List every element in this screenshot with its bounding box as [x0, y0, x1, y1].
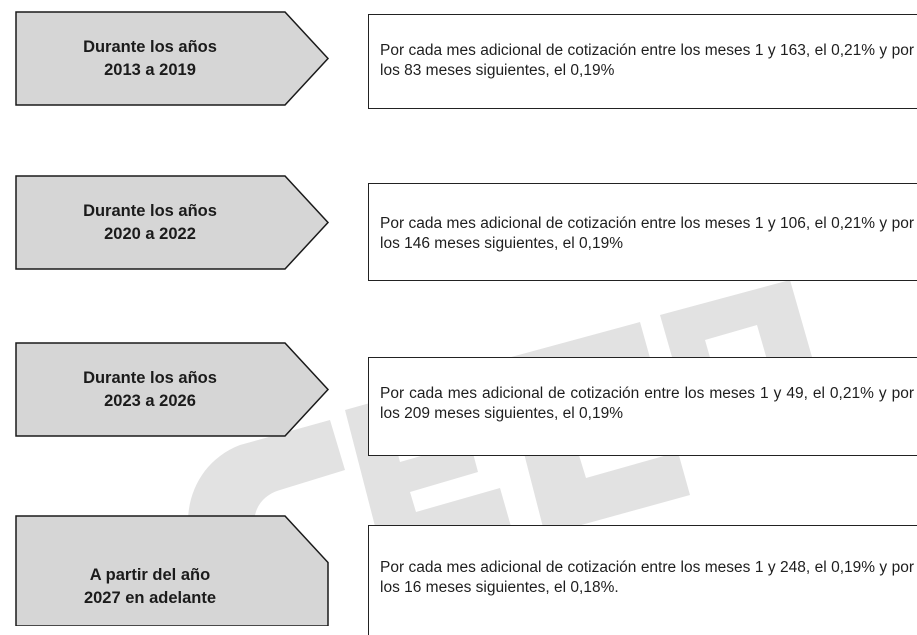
description-box: Por cada mes adicional de cotización ent…: [368, 183, 917, 281]
period-arrow: A partir del año 2027 en adelante: [15, 515, 330, 626]
description-box: Por cada mes adicional de cotización ent…: [368, 525, 917, 635]
period-label: Durante los años 2020 a 2022: [83, 201, 217, 243]
period-arrow: Durante los años 2013 a 2019: [15, 11, 330, 106]
period-arrow-shape: [15, 11, 330, 106]
period-label: A partir del año 2027 en adelante: [83, 565, 217, 607]
period-arrow-shape: [15, 515, 329, 626]
period-arrow-shape: [15, 175, 330, 270]
period-arrow: Durante los años 2020 a 2022: [15, 175, 330, 270]
period-label: Durante los años 2023 a 2026: [83, 368, 217, 410]
description-text: Por cada mes adicional de cotización ent…: [380, 215, 914, 253]
period-arrow-shape: [15, 342, 330, 437]
period-label: Durante los años 2013 a 2019: [83, 37, 217, 79]
description-text: Por cada mes adicional de cotización ent…: [380, 559, 914, 597]
description-box: Por cada mes adicional de cotización ent…: [368, 357, 917, 456]
description-box: Por cada mes adicional de cotización ent…: [368, 14, 917, 109]
description-text: Por cada mes adicional de cotización ent…: [380, 385, 914, 423]
description-text: Por cada mes adicional de cotización ent…: [380, 42, 914, 80]
period-arrow: Durante los años 2023 a 2026: [15, 342, 330, 437]
